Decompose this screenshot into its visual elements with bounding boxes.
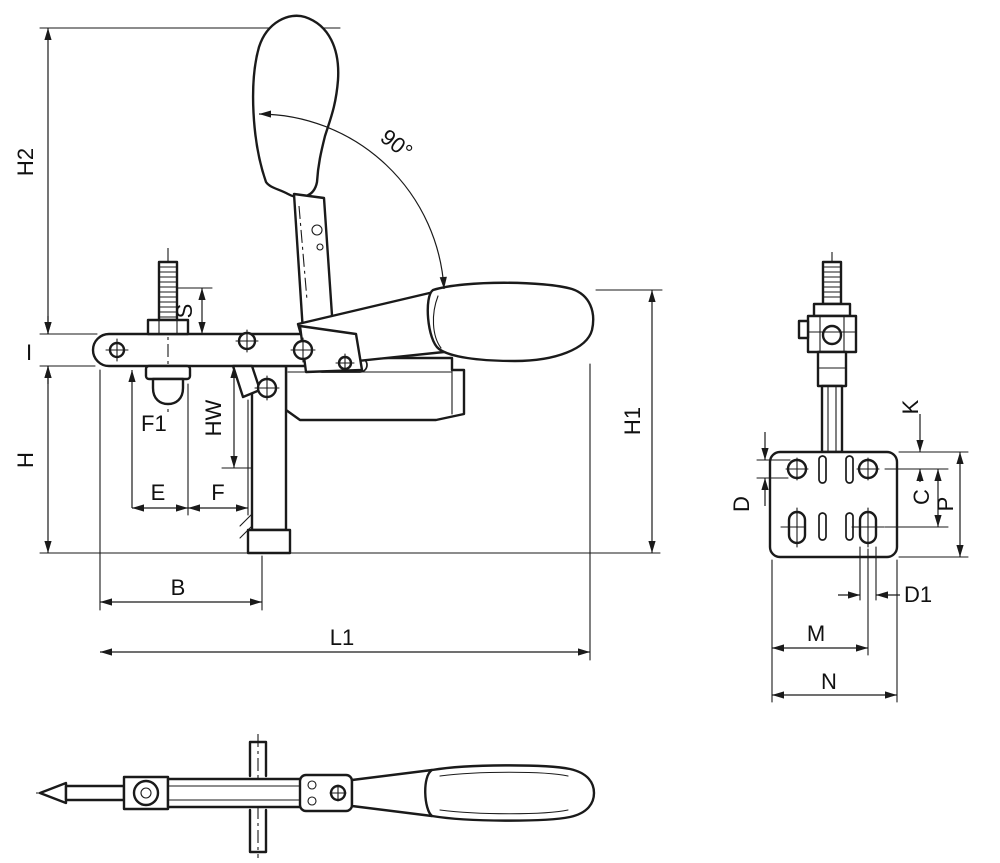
dim-label-h: H bbox=[13, 452, 38, 468]
mounting-plate bbox=[768, 450, 899, 559]
front-dimensions: K C P D D1 M N bbox=[729, 399, 969, 703]
dim-label-l1: L1 bbox=[330, 625, 354, 650]
dim-label-c: C bbox=[909, 489, 934, 505]
front-bar-lines bbox=[827, 385, 837, 453]
pressure-pad bbox=[151, 377, 185, 406]
side-extension-lines bbox=[39, 27, 663, 661]
dim-label-e: E bbox=[151, 480, 166, 505]
open-handle-grip bbox=[251, 14, 340, 199]
top-nut-inner-circle bbox=[140, 787, 152, 799]
dim-label-d1: D1 bbox=[904, 582, 932, 607]
top-view bbox=[36, 734, 596, 858]
dim-label-h2: H2 bbox=[13, 148, 38, 176]
front-head-pin bbox=[821, 324, 843, 346]
clamp-arm-bar bbox=[91, 332, 320, 368]
dim-label-hw: HW bbox=[201, 399, 226, 436]
closed-handle-grip bbox=[426, 281, 595, 363]
pad-flange-nut bbox=[144, 364, 192, 381]
side-crosshairs bbox=[105, 329, 355, 401]
front-head-body bbox=[806, 314, 858, 354]
top-nut-circle bbox=[132, 779, 160, 807]
closed-handle-grip-seam bbox=[432, 295, 442, 349]
dim-label-p: P bbox=[933, 497, 958, 512]
handle-closed-position bbox=[296, 281, 595, 368]
front-neck bbox=[816, 350, 848, 388]
center-slot-top-right bbox=[845, 455, 854, 484]
bracket-foot bbox=[246, 528, 292, 555]
front-spindle-thread bbox=[821, 260, 843, 306]
top-arm-channel bbox=[166, 777, 318, 809]
top-handle-grip bbox=[424, 764, 596, 822]
dim-label-angle: 90° bbox=[376, 124, 418, 164]
dim-label-f1: F1 bbox=[141, 411, 167, 436]
dim-label-d: D bbox=[729, 496, 754, 512]
top-grip-contours bbox=[439, 771, 569, 815]
front-head-lines bbox=[807, 315, 857, 353]
dim-label-m: M bbox=[807, 621, 825, 646]
spindle-thread-lines bbox=[158, 266, 178, 318]
top-handle-taper bbox=[350, 768, 434, 818]
dim-label-s: S bbox=[172, 304, 197, 319]
side-view: H2 I H F1 E F S HW B L1 H1 90° bbox=[13, 14, 663, 661]
front-arm-bar bbox=[820, 384, 844, 454]
top-rivet-2 bbox=[307, 796, 317, 806]
front-side-lug bbox=[797, 319, 810, 340]
top-spindle-tip bbox=[38, 781, 68, 805]
front-crosshairs bbox=[780, 457, 885, 548]
dim-label-i: I bbox=[26, 340, 32, 365]
front-view: K C P D D1 M N bbox=[729, 252, 969, 703]
dim-label-b: B bbox=[171, 575, 186, 600]
side-dimensions: H2 I H F1 E F S HW B L1 H1 90° bbox=[13, 28, 656, 656]
bracket-upper-plate bbox=[284, 356, 466, 422]
spindle-hex-nut bbox=[146, 318, 190, 336]
dim-label-n: N bbox=[821, 669, 837, 694]
hex-nut-facets bbox=[158, 319, 178, 335]
front-collar bbox=[812, 302, 852, 318]
spindle-assembly bbox=[144, 248, 192, 412]
top-rivet-1 bbox=[307, 780, 317, 790]
center-slot-top-left bbox=[818, 455, 827, 484]
top-spindle-rod bbox=[64, 784, 126, 802]
front-spindle-head bbox=[797, 260, 858, 454]
top-pivot-crosshair bbox=[329, 784, 347, 802]
dim-angle-arc bbox=[258, 110, 447, 290]
top-arm-inner-lines bbox=[167, 785, 317, 801]
front-thread-lines bbox=[822, 266, 842, 298]
dim-label-f: F bbox=[211, 480, 224, 505]
center-slot-bottom-left bbox=[818, 512, 827, 541]
linkage bbox=[105, 324, 364, 401]
dim-label-k: K bbox=[898, 399, 923, 414]
dim-label-h1: H1 bbox=[620, 407, 645, 435]
bracket-ticks bbox=[239, 513, 253, 539]
handle-open-position bbox=[251, 14, 340, 334]
top-bracket-edges bbox=[248, 740, 268, 854]
